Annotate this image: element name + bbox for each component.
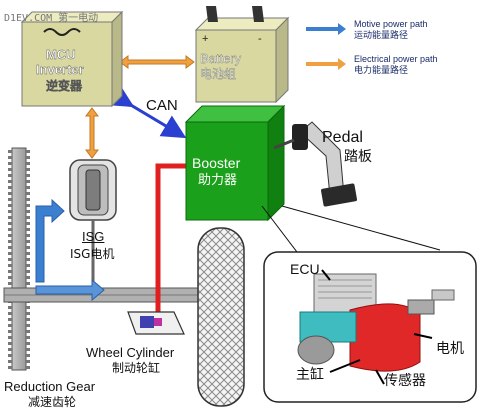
reduction-gear xyxy=(8,147,30,371)
can-link xyxy=(107,84,187,139)
mcu-label-1: MCU xyxy=(46,47,76,62)
booster-box xyxy=(184,104,286,222)
pedal xyxy=(273,121,357,207)
legend-electrical-zh: 电力能量路径 xyxy=(354,66,409,76)
legend-motive-zh: 运动能量路径 xyxy=(354,31,409,41)
booster-label-en: Booster xyxy=(192,155,241,171)
electrical-power-arrows xyxy=(85,55,195,159)
inset-panel xyxy=(263,251,477,403)
battery-box xyxy=(194,6,290,104)
battery-plus: + xyxy=(202,33,209,45)
isg-label-en: ISG xyxy=(82,229,105,244)
tire xyxy=(197,227,245,407)
can-label: CAN xyxy=(146,97,178,114)
legend-arrows xyxy=(306,23,346,70)
wheel-cylinder xyxy=(127,311,185,335)
pedal-label-en: Pedal xyxy=(322,129,363,146)
motive-power-arrows xyxy=(35,198,105,302)
isg-motor xyxy=(69,159,117,288)
battery-label-zh: 电池组 xyxy=(200,67,237,81)
inset-master-cylinder-label: 主缸 xyxy=(296,367,324,383)
callout-lines xyxy=(261,205,441,257)
mcu-box xyxy=(20,10,124,108)
watermark: D1EV.COM 第一电动 xyxy=(4,13,99,24)
wheel-cylinder-label-en: Wheel Cylinder xyxy=(86,345,175,360)
battery-label-en: Battery xyxy=(200,51,242,66)
legend-electrical-en: Electrical power path xyxy=(354,54,438,64)
inset-motor-label: 电机 xyxy=(436,341,464,357)
pedal-label-zh: 踏板 xyxy=(344,149,372,165)
mcu-label-zh: 逆变器 xyxy=(46,79,83,93)
reduction-gear-label-en: Reduction Gear xyxy=(4,379,96,394)
inset-ecu-label: ECU xyxy=(290,261,320,277)
mcu-label-2: Inverter xyxy=(36,62,84,77)
isg-label-zh: ISG电机 xyxy=(70,247,115,261)
battery-minus: - xyxy=(258,33,262,45)
inset-sensor-label: 传感器 xyxy=(384,373,426,389)
hydraulic-line xyxy=(155,163,186,322)
legend-motive-en: Motive power path xyxy=(354,19,428,29)
booster-label-zh: 助力器 xyxy=(198,173,238,188)
wheel-cylinder-label-zh: 制动轮缸 xyxy=(112,361,161,375)
reduction-gear-label-zh: 减速齿轮 xyxy=(28,395,77,409)
